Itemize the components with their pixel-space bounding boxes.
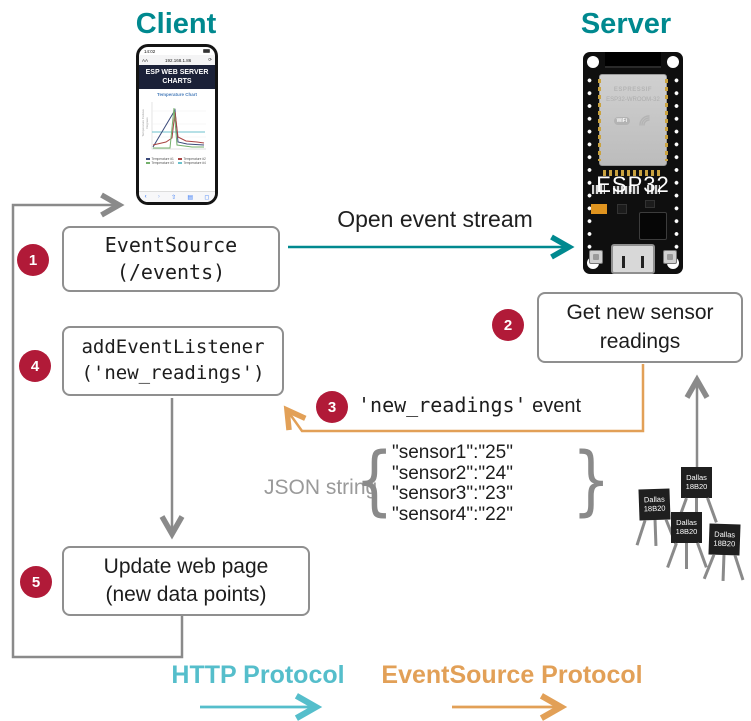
addeventlistener-box: addEventListener ('new_readings') (62, 326, 284, 396)
boot-button (663, 250, 677, 264)
brace-right: } (571, 435, 611, 524)
step-5-badge: 5 (20, 566, 52, 598)
board-label: ESP32 (596, 172, 670, 197)
json-line: "sensor4":"22" (392, 503, 513, 525)
legend-item: Temperature #4 (178, 161, 208, 165)
client-phone: 14:02 AA 192.168.1.86 ⟳ ESP WEB SERVER C… (136, 44, 218, 205)
small-chip (645, 200, 655, 208)
espressif-logo (639, 115, 651, 126)
step-1-badge: 1 (17, 244, 49, 276)
power-led (591, 204, 607, 214)
temperature-chart (151, 102, 206, 150)
legend-item: Temperature #1 (146, 157, 176, 161)
tabs-icon: ◻ (204, 194, 210, 201)
back-icon: ‹ (144, 194, 147, 200)
step-2-badge: 2 (492, 309, 524, 341)
module-brand: ESPRESSIF (613, 87, 653, 93)
json-payload: "sensor1":"25" "sensor2":"24" "sensor3":… (392, 442, 513, 525)
http-protocol-label: HTTP Protocol (171, 661, 345, 689)
en-button (589, 250, 603, 264)
share-icon: ⇧ (171, 194, 177, 201)
chart-legend: Temperature #1 Temperature #2 Temperatur… (139, 157, 215, 165)
server-title: Server (580, 8, 672, 40)
reader-mode-icon: AA (142, 57, 149, 63)
update-webpage-box: Update web page (new data points) (62, 546, 310, 616)
legend-item: Temperature #3 (146, 161, 176, 165)
step-4-badge: 4 (19, 350, 51, 382)
esp32-wroom-module: ESPRESSIF ESP32-WROOM-32 WiFi (598, 74, 668, 166)
brace-left: { (354, 435, 394, 524)
new-readings-event-arrow (283, 364, 645, 433)
http-loop-arrow (11, 192, 184, 659)
usb-connector (611, 244, 655, 274)
castellated-pads (598, 79, 601, 161)
pin-header-right (672, 74, 681, 254)
mount-hole (587, 56, 599, 68)
chart-title: Temperature Chart (157, 92, 197, 98)
forward-icon: › (157, 194, 160, 200)
mount-hole (667, 56, 679, 68)
smd-component (592, 185, 605, 194)
small-chip (617, 204, 627, 214)
smd-component (613, 186, 639, 194)
browser-nav-bar: ‹ › ⇧ ▤ ◻ (139, 191, 215, 202)
url-text: 192.168.1.86 (164, 57, 192, 63)
webpage-header: ESP WEB SERVER CHARTS (139, 65, 215, 90)
esp32-board: ESPRESSIF ESP32-WROOM-32 WiFi ESP32 (583, 52, 683, 274)
phone-status-bar: 14:02 (139, 47, 215, 55)
phone-screen: 14:02 AA 192.168.1.86 ⟳ ESP WEB SERVER C… (139, 47, 215, 202)
webpage-chart-card: Temperature Chart Temperature Celsius De… (139, 89, 215, 191)
castellated-pads (665, 79, 668, 161)
json-line: "sensor1":"25" (392, 442, 513, 463)
step-3-badge: 3 (316, 391, 348, 423)
usb-uart-chip (639, 212, 667, 240)
json-string-label: JSON string (264, 476, 378, 499)
eventsource-protocol-label: EventSource Protocol (381, 661, 643, 689)
module-model: ESP32-WROOM-32 (606, 97, 660, 103)
pin-header-left (585, 74, 594, 254)
legend-item: Temperature #2 (178, 157, 208, 161)
eventsource-box: EventSource (/events) (62, 226, 280, 292)
open-event-stream-label: Open event stream (337, 206, 533, 232)
smd-component (647, 185, 660, 194)
phone-address-bar: AA 192.168.1.86 ⟳ (139, 55, 215, 65)
new-readings-event-label: 'new_readings' event (358, 393, 582, 417)
bookmarks-icon: ▤ (187, 194, 194, 201)
reload-icon: ⟳ (208, 57, 212, 62)
antenna-section (605, 52, 661, 68)
json-line: "sensor3":"23" (392, 483, 513, 504)
json-line: "sensor2":"24" (392, 462, 513, 484)
battery-icon (203, 49, 210, 53)
chart-ylabel: Temperature Celsius Degrees (141, 109, 149, 137)
client-title: Client (135, 8, 217, 40)
phone-time: 14:02 (144, 48, 156, 54)
module-pads (603, 170, 663, 176)
wifi-logo: WiFi (613, 116, 631, 125)
get-readings-box: Get new sensor readings (537, 292, 743, 363)
